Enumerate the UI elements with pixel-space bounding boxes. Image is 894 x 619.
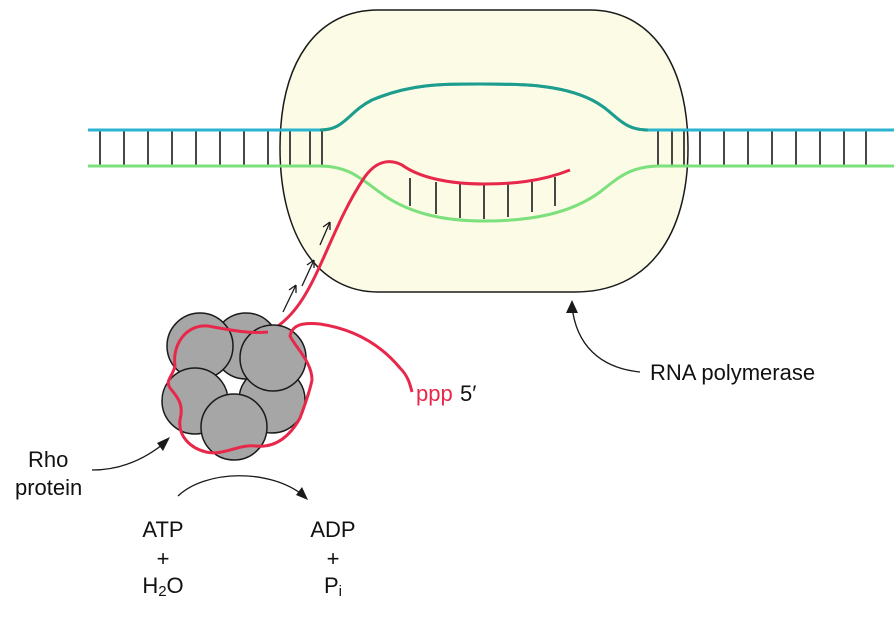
rna-polymerase-body xyxy=(279,9,689,293)
adp-label: ADP xyxy=(310,517,356,542)
adp-plus-sign: + xyxy=(326,546,340,571)
atp-label: ATP xyxy=(142,517,184,542)
rho-subunit xyxy=(239,324,307,392)
rna-wrapped-on-rho xyxy=(166,322,414,455)
atp-to-adp-arrow xyxy=(177,475,305,497)
arrowheads xyxy=(157,300,578,500)
dna-coding-strand-bubble xyxy=(319,82,649,132)
rho-subunit xyxy=(200,393,268,461)
dna-template-strand xyxy=(88,164,894,223)
polymerase-pointer-arrow xyxy=(571,305,641,373)
rna-dna-hybrid-pairs xyxy=(409,177,556,219)
dna-base-pairs xyxy=(99,131,867,166)
rna-transcript-strand xyxy=(267,160,571,334)
protein-label: protein xyxy=(15,475,83,500)
rho-label: Rho xyxy=(28,447,69,472)
h2o-label: H2O xyxy=(142,573,184,600)
five-prime-label: 5′ xyxy=(460,381,477,406)
rho-movement-arrows xyxy=(282,221,331,313)
rho-pointer-arrow xyxy=(91,439,169,471)
atp-plus-sign: + xyxy=(156,546,170,571)
pi-label: Pi xyxy=(323,573,343,600)
rna-polymerase-label: RNA polymerase xyxy=(650,360,816,385)
ppp-label: ppp xyxy=(416,381,453,406)
